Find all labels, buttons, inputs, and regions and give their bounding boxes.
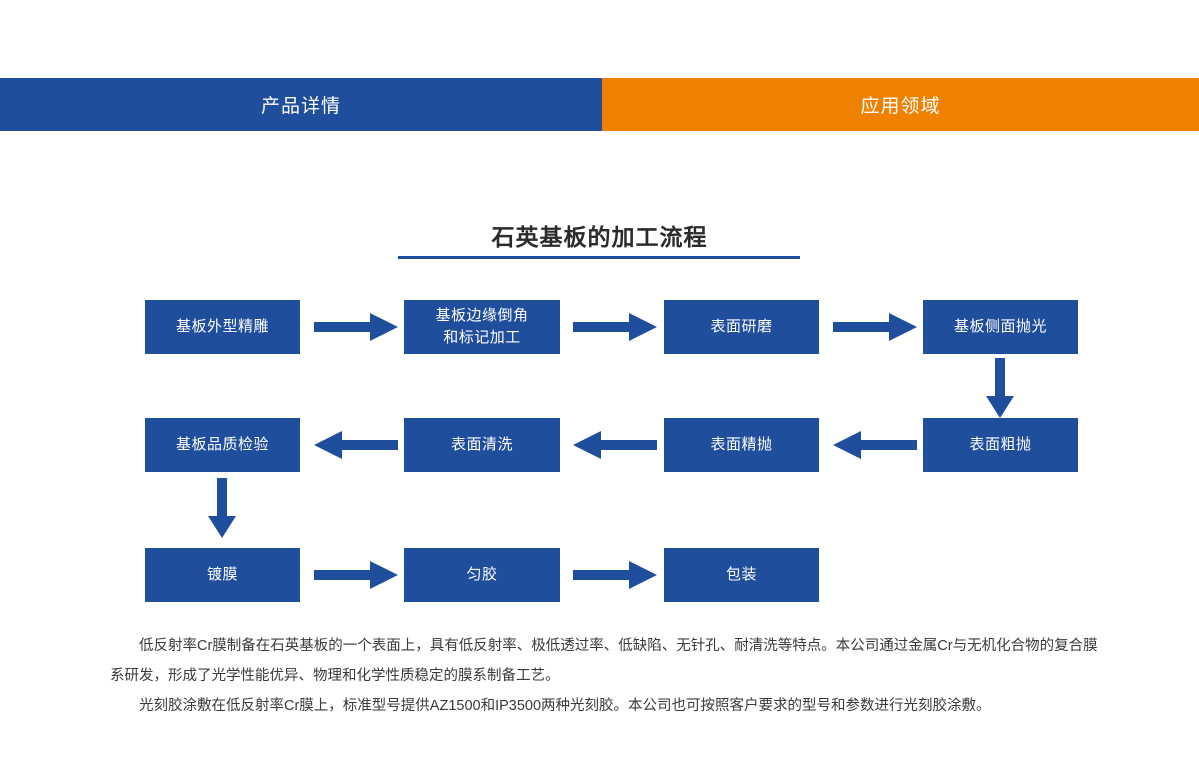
flow-node-packaging[interactable]: 包装 <box>664 548 819 602</box>
body-paragraph-2: 光刻胶涂敷在低反射率Cr膜上，标准型号提供AZ1500和IP3500两种光刻胶。… <box>139 698 991 714</box>
flow-node-side-polishing[interactable]: 基板侧面抛光 <box>923 300 1078 354</box>
flow-arrow-right-icon <box>573 558 657 592</box>
section-title: 石英基板的加工流程 <box>491 224 708 250</box>
flow-node-substrate-shape-engraving[interactable]: 基板外型精雕 <box>145 300 300 354</box>
flow-node-quality-inspection[interactable]: 基板品质检验 <box>145 418 300 472</box>
tab-bar: 产品详情 应用领域 <box>0 78 1199 131</box>
flow-node-fine-polishing[interactable]: 表面精抛 <box>664 418 819 472</box>
flow-arrow-right-icon <box>573 310 657 344</box>
flow-node-surface-grinding[interactable]: 表面研磨 <box>664 300 819 354</box>
body-paragraph-1: 低反射率Cr膜制备在石英基板的一个表面上，具有低反射率、极低透过率、低缺陷、无针… <box>110 638 1098 684</box>
flow-arrow-right-icon <box>314 558 398 592</box>
title-underline-rule <box>398 256 800 259</box>
flow-arrow-left-icon <box>833 428 917 462</box>
flow-arrow-right-icon <box>314 310 398 344</box>
flow-node-rough-polishing[interactable]: 表面粗抛 <box>923 418 1078 472</box>
flow-node-coating[interactable]: 镀膜 <box>145 548 300 602</box>
flow-arrow-left-icon <box>573 428 657 462</box>
flow-node-photoresist-coating[interactable]: 匀胶 <box>404 548 560 602</box>
flow-arrow-down-icon <box>983 358 1017 418</box>
flow-node-surface-cleaning[interactable]: 表面清洗 <box>404 418 560 472</box>
flow-node-edge-chamfer-and-marking[interactable]: 基板边缘倒角 和标记加工 <box>404 300 560 354</box>
body-copy: 低反射率Cr膜制备在石英基板的一个表面上，具有低反射率、极低透过率、低缺陷、无针… <box>110 631 1100 721</box>
flow-arrow-down-icon <box>205 478 239 538</box>
flow-arrow-left-icon <box>314 428 398 462</box>
tab-application-field[interactable]: 应用领域 <box>602 78 1199 131</box>
tab-product-detail[interactable]: 产品详情 <box>0 78 602 131</box>
flow-arrow-right-icon <box>833 310 917 344</box>
